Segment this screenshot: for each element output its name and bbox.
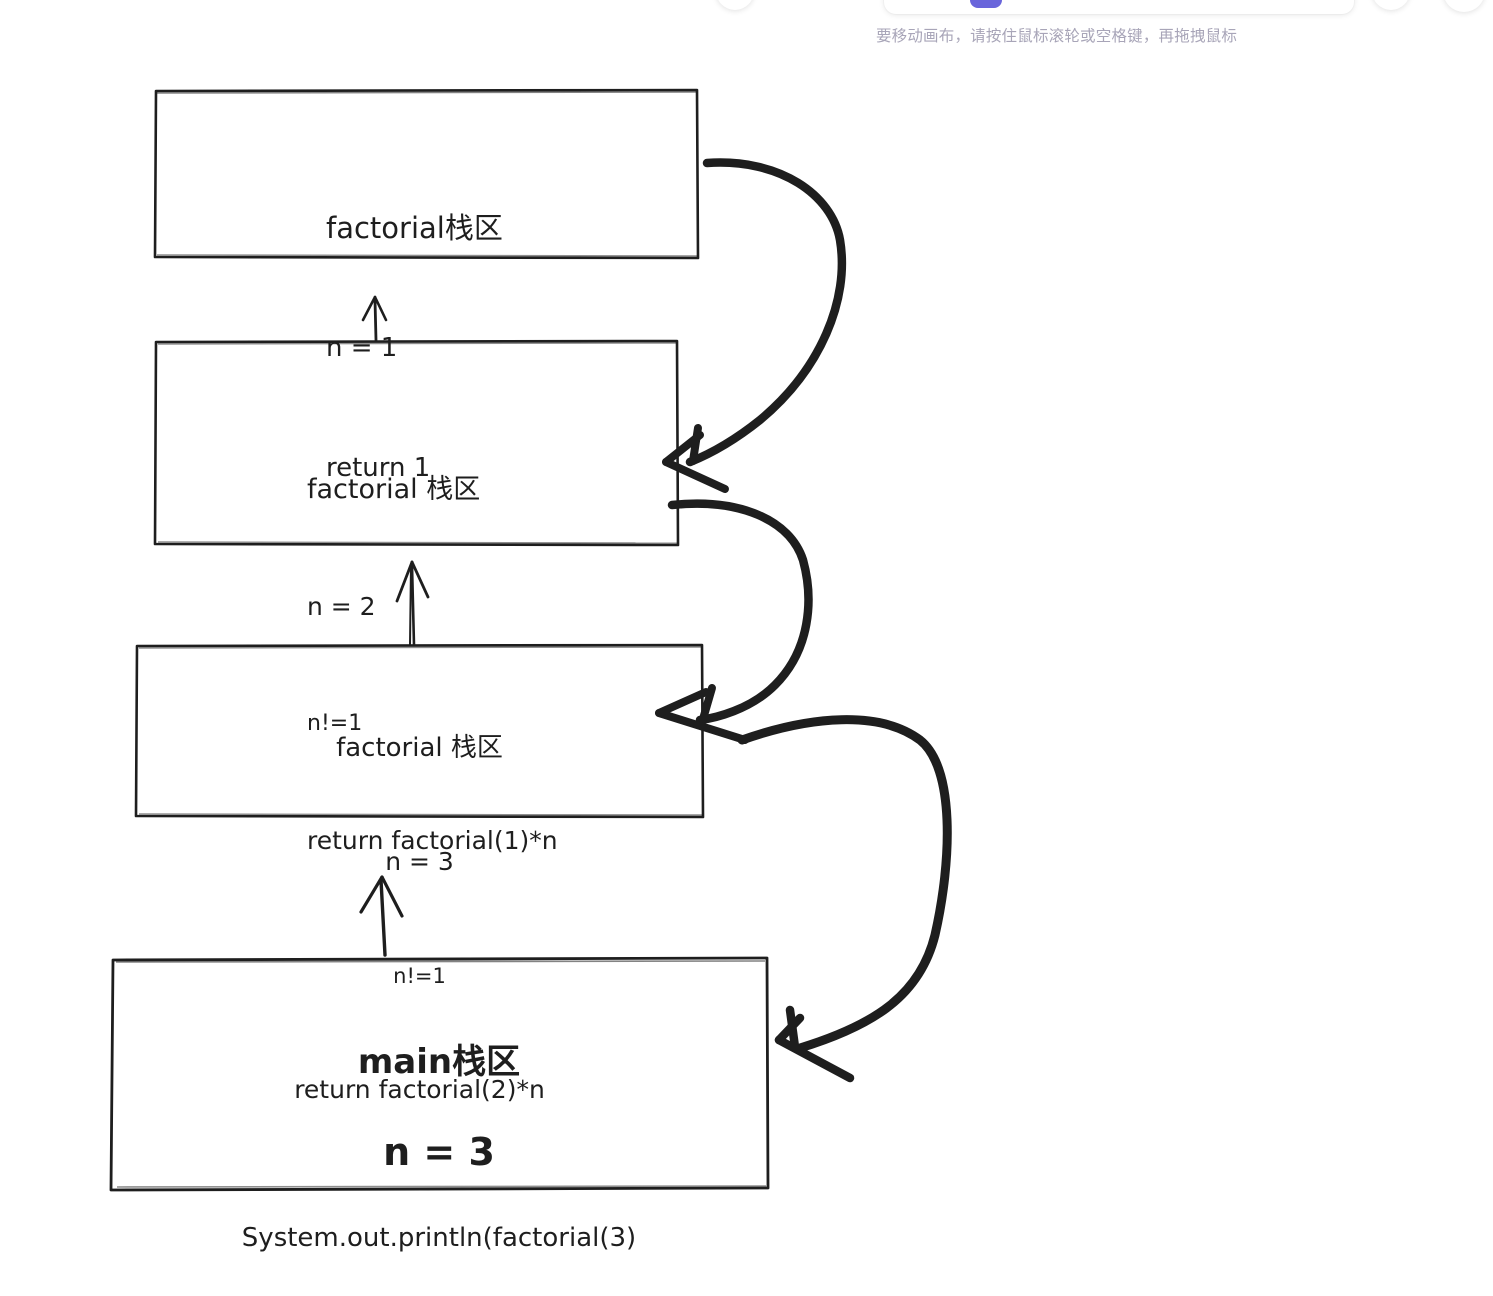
tool-eraser-icon[interactable]: ⌫ bbox=[1312, 0, 1344, 8]
library-round-button[interactable] bbox=[1372, 0, 1410, 10]
tool-rectangle-icon[interactable]: ▭ bbox=[1008, 0, 1040, 8]
tool-diamond-icon[interactable]: ◇ bbox=[1046, 0, 1078, 8]
menu-round-button[interactable] bbox=[716, 0, 754, 10]
frame-factorial-3-shape[interactable] bbox=[134, 643, 705, 819]
tool-text-icon[interactable]: A bbox=[1236, 0, 1268, 8]
tool-draw-icon[interactable]: ✎ bbox=[1198, 0, 1230, 8]
tool-image-icon[interactable]: ▣ bbox=[1274, 0, 1306, 8]
diagram-svg bbox=[109, 88, 952, 1192]
edge-call-f2-to-f1[interactable] bbox=[361, 295, 388, 342]
edge-return-f3-to-main[interactable] bbox=[737, 715, 952, 1083]
edge-return-f2-to-f3[interactable] bbox=[655, 499, 813, 744]
tool-selection-icon[interactable]: ➤ bbox=[970, 0, 1002, 8]
share-round-button[interactable] bbox=[1443, 0, 1485, 12]
toolbar-island[interactable]: ⌂ ✋ ➤ ▭ ◇ ◯ → ╱ ✎ A ▣ ⌫ bbox=[884, 0, 1354, 14]
tool-lock-icon[interactable]: ⌂ bbox=[894, 0, 926, 8]
tool-hand-icon[interactable]: ✋ bbox=[932, 0, 964, 8]
edge-call-f3-to-f2[interactable] bbox=[395, 560, 430, 647]
tool-arrow-icon[interactable]: → bbox=[1122, 0, 1154, 8]
tool-ellipse-icon[interactable]: ◯ bbox=[1084, 0, 1116, 8]
frame-factorial-2-shape[interactable] bbox=[153, 339, 680, 547]
frame-main-shape[interactable] bbox=[109, 956, 770, 1192]
edge-return-f1-to-f2[interactable] bbox=[662, 158, 847, 493]
frame-factorial-1-shape[interactable] bbox=[153, 88, 700, 260]
edge-call-main-to-f3[interactable] bbox=[359, 875, 404, 957]
tool-line-icon[interactable]: ╱ bbox=[1160, 0, 1192, 8]
whiteboard-canvas[interactable]: factorial栈区 n = 1 return 1 factorial 栈区 … bbox=[0, 0, 1493, 1253]
